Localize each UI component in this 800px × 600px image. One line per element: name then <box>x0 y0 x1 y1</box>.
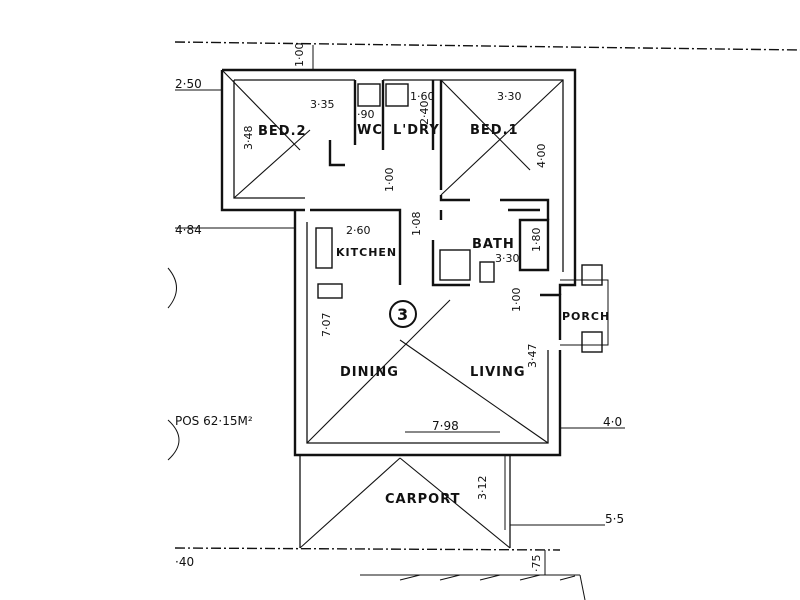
top-boundary-line <box>174 41 800 51</box>
lot-number-circle <box>389 300 417 328</box>
room-label-porch: PORCH <box>562 310 610 323</box>
wc-walls <box>353 80 385 150</box>
dim-living-347: 3·47 <box>526 344 539 369</box>
room-label-bath: BATH <box>472 237 515 252</box>
dim-dining-707: 7·07 <box>320 313 333 338</box>
ldry-bed1-wall <box>431 80 443 190</box>
living-diag <box>399 339 549 444</box>
kitchen-wall <box>310 208 402 285</box>
lower-lot-corner <box>579 574 586 600</box>
kitchen-sink <box>315 227 333 269</box>
dim-hall-108: 1·08 <box>410 212 423 237</box>
hatch-5 <box>559 575 576 581</box>
porch-wall <box>540 293 562 340</box>
dim-right-55-text: 5·5 <box>605 512 624 526</box>
kitchen-stove <box>317 283 343 299</box>
dim-wc-90: ·90 <box>357 108 375 121</box>
room-label-wc: WC <box>357 123 383 138</box>
living-block-outer-wall <box>293 210 562 457</box>
bath-cabinet <box>518 218 550 272</box>
bed2-closet <box>328 140 345 167</box>
room-label-kitchen: KITCHEN <box>336 246 397 259</box>
dim-bottom-75-text: ·75 <box>530 555 543 573</box>
carport-diag-a <box>299 457 401 549</box>
dim-left-250-text: 2·50 <box>175 77 202 91</box>
bed2-outer-wall <box>220 70 305 212</box>
bed2-diag-a <box>221 69 301 151</box>
bath-left-wall <box>431 240 470 287</box>
diagonal-lines <box>221 69 564 549</box>
dim-bath-width: 3·30 <box>495 252 520 265</box>
room-label-living: LIVING <box>470 365 526 380</box>
bath-upper-fixture <box>439 208 540 220</box>
dim-bed1-width: 3·30 <box>497 90 522 103</box>
site-boundaries <box>167 41 800 600</box>
dim-ldry-160: 1·60 <box>410 90 435 103</box>
hatch-2 <box>439 574 461 581</box>
bath-vanity <box>439 249 471 281</box>
ldry-tub <box>385 83 409 107</box>
dim-right-40-text: 4·0 <box>603 415 622 429</box>
dimension-lines <box>175 45 625 575</box>
dim-porch-100: 1·00 <box>510 288 523 313</box>
room-label-ldry: L'DRY <box>393 123 440 138</box>
carport-posts <box>299 455 511 548</box>
left-arc-lower <box>167 419 180 461</box>
dim-left-40-text: ·40 <box>175 555 194 569</box>
dim-kitchen-260: 2·60 <box>346 224 371 237</box>
porch-outline <box>560 279 609 346</box>
dim-boundary-top: 1·00 <box>293 43 306 68</box>
upper-wing-outer-wall <box>222 68 577 295</box>
internal-walls <box>310 80 562 340</box>
living-block-inner-line <box>306 222 549 444</box>
hatch-4 <box>519 574 541 581</box>
wc-cistern <box>357 83 381 107</box>
pos-area-label: POS 62·15M² <box>175 414 253 428</box>
dim-left-484-text: 4·84 <box>175 223 202 237</box>
room-label-bed1: BED.1 <box>470 123 519 138</box>
dim-bed2-width: 3·35 <box>310 98 335 111</box>
porch-post-top <box>581 264 603 286</box>
room-label-carport: CARPORT <box>385 492 461 507</box>
dim-carport-312-text: 3·12 <box>476 476 489 501</box>
room-label-dining: DINING <box>340 365 399 380</box>
dim-bath-180: 1·80 <box>530 228 543 253</box>
bed1-diag-b <box>440 79 531 171</box>
dim-bed1-depth: 4·00 <box>535 144 548 169</box>
dim-bed2-depth: 3·48 <box>242 126 255 151</box>
fixtures <box>315 83 609 353</box>
carport-diag-b <box>399 457 511 549</box>
bottom-boundary-line <box>174 547 561 551</box>
left-arc-upper <box>167 267 177 309</box>
bath-toilet <box>479 261 495 283</box>
room-label-bed2: BED.2 <box>258 124 307 139</box>
dim-hall-100: 1·00 <box>383 168 396 193</box>
porch-post-bottom <box>581 331 603 353</box>
bed1-diag-a <box>440 79 564 196</box>
hatch-3 <box>479 574 501 581</box>
bed2-diag-b <box>233 129 311 199</box>
hatch-1 <box>399 574 421 581</box>
lot-number: 3 <box>397 305 408 324</box>
dining-diag <box>306 299 451 444</box>
dim-overall-798: 7·98 <box>432 419 459 433</box>
bath-top-wall <box>439 195 550 220</box>
dim-ldry-240: 2·40 <box>418 101 431 126</box>
